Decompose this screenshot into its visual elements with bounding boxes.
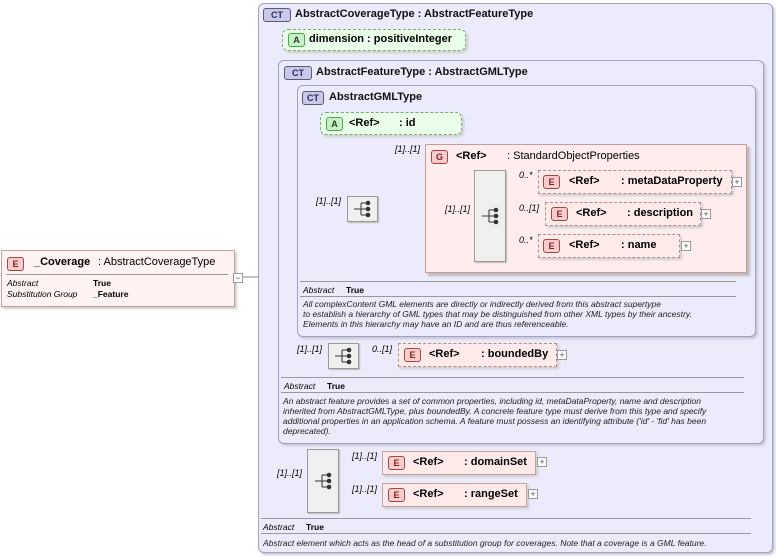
coverage-element-name: _Coverage: [34, 256, 91, 268]
name-multiplicity: 0..*: [519, 235, 533, 245]
expand-toggle[interactable]: +: [681, 241, 691, 251]
sequence-icon: [335, 347, 352, 365]
group-icon: G: [431, 150, 448, 164]
divider: [300, 281, 736, 282]
gml-sequence-compositor[interactable]: [347, 196, 378, 222]
coverage-sequence-compositor[interactable]: [307, 449, 339, 513]
description-ref: <Ref>: [576, 207, 607, 219]
dimension-label: dimension : positiveInteger: [309, 33, 453, 45]
sequence-icon: [482, 207, 499, 225]
complex-type-icon: CT: [302, 91, 324, 105]
feature-sequence-compositor[interactable]: [328, 343, 359, 369]
group-ref: <Ref>: [456, 150, 487, 162]
id-name: : id: [399, 117, 416, 129]
feature-type-title: AbstractFeatureType : AbstractGMLType: [316, 66, 528, 78]
prop-key-substitution: Substitution Group: [7, 289, 78, 299]
group-sequence-multiplicity: [1]..[1]: [445, 204, 471, 214]
boundedby-ref: <Ref>: [429, 348, 460, 360]
attribute-icon: A: [326, 117, 343, 131]
divider: [261, 533, 751, 534]
rangeset-name: : rangeSet: [464, 488, 518, 500]
sequence-icon: [354, 200, 371, 218]
coverage-type-title: AbstractCoverageType : AbstractFeatureTy…: [295, 8, 534, 20]
rangeset-element[interactable]: E <Ref> : rangeSet: [382, 483, 527, 507]
dimension-attribute[interactable]: A dimension : positiveInteger: [282, 29, 466, 51]
boundedby-multiplicity: 0..[1]: [372, 344, 393, 354]
metadata-multiplicity: 0..*: [519, 170, 533, 180]
metadata-property-element[interactable]: E <Ref> : metaDataProperty: [538, 170, 732, 194]
prop-value-abstract: True: [93, 278, 111, 288]
domainset-element[interactable]: E <Ref> : domainSet: [382, 451, 536, 475]
expand-toggle[interactable]: +: [732, 177, 742, 187]
divider: [261, 518, 751, 519]
sequence-icon: [315, 472, 332, 490]
description-element[interactable]: E <Ref> : description: [545, 202, 701, 226]
coverage-abstract-key: Abstract: [263, 522, 295, 532]
group-sequence-compositor[interactable]: [474, 170, 506, 262]
gml-abstract-key: Abstract: [303, 285, 335, 295]
domainset-multiplicity: [1]..[1]: [352, 451, 378, 461]
element-badge: E: [388, 488, 405, 502]
feature-type-annotation: An abstract feature provides a set of co…: [283, 396, 707, 436]
feature-abstract-value: True: [327, 381, 345, 391]
attribute-icon: A: [288, 33, 305, 47]
collapse-toggle[interactable]: −: [233, 273, 243, 283]
coverage-sequence-multiplicity: [1]..[1]: [277, 468, 303, 478]
domainset-ref: <Ref>: [413, 456, 444, 468]
expand-toggle[interactable]: +: [701, 209, 711, 219]
description-multiplicity: 0..[1]: [519, 203, 540, 213]
expand-toggle[interactable]: +: [537, 457, 547, 467]
element-badge: E: [543, 239, 560, 253]
expand-toggle[interactable]: +: [528, 489, 538, 499]
coverage-element[interactable]: E _Coverage : AbstractCoverageType Abstr…: [1, 250, 235, 307]
name-name: : name: [621, 239, 657, 251]
gml-type-title: AbstractGMLType: [329, 91, 423, 103]
description-name: : description: [627, 207, 694, 219]
gml-abstract-value: True: [346, 285, 364, 295]
element-badge: E: [543, 175, 560, 189]
name-element[interactable]: E <Ref> : name: [538, 234, 680, 258]
metadata-ref: <Ref>: [569, 175, 600, 187]
feature-abstract-key: Abstract: [284, 381, 316, 391]
feature-sequence-multiplicity: [1]..[1]: [297, 344, 323, 354]
id-attribute[interactable]: A <Ref> : id: [320, 112, 462, 135]
rangeset-ref: <Ref>: [413, 488, 444, 500]
complex-type-icon: CT: [263, 8, 291, 22]
group-multiplicity: [1]..[1]: [395, 144, 421, 154]
gml-sequence-multiplicity: [1]..[1]: [316, 196, 342, 206]
coverage-element-type: : AbstractCoverageType: [98, 256, 216, 268]
element-badge: E: [404, 348, 421, 362]
gml-type-annotation: All complexContent GML elements are dire…: [303, 299, 692, 329]
expand-toggle[interactable]: +: [557, 350, 567, 360]
prop-value-substitution: _Feature: [93, 289, 129, 299]
boundedby-name: : boundedBy: [481, 348, 549, 360]
complex-type-icon: CT: [284, 66, 312, 80]
divider: [281, 377, 744, 378]
metadata-name: : metaDataProperty: [621, 175, 723, 187]
prop-key-abstract: Abstract: [7, 278, 39, 288]
divider: [300, 296, 736, 297]
divider: [6, 274, 228, 275]
element-badge: E: [551, 207, 568, 221]
rangeset-multiplicity: [1]..[1]: [352, 484, 378, 494]
id-ref: <Ref>: [349, 117, 380, 129]
element-badge: E: [7, 257, 24, 271]
domainset-name: : domainSet: [464, 456, 527, 468]
element-badge: E: [388, 456, 405, 470]
coverage-type-annotation: Abstract element which acts as the head …: [263, 538, 707, 548]
coverage-abstract-value: True: [306, 522, 324, 532]
boundedby-element[interactable]: E <Ref> : boundedBy: [398, 343, 557, 367]
name-ref: <Ref>: [569, 239, 600, 251]
divider: [281, 392, 744, 393]
group-name: : StandardObjectProperties: [507, 150, 640, 162]
